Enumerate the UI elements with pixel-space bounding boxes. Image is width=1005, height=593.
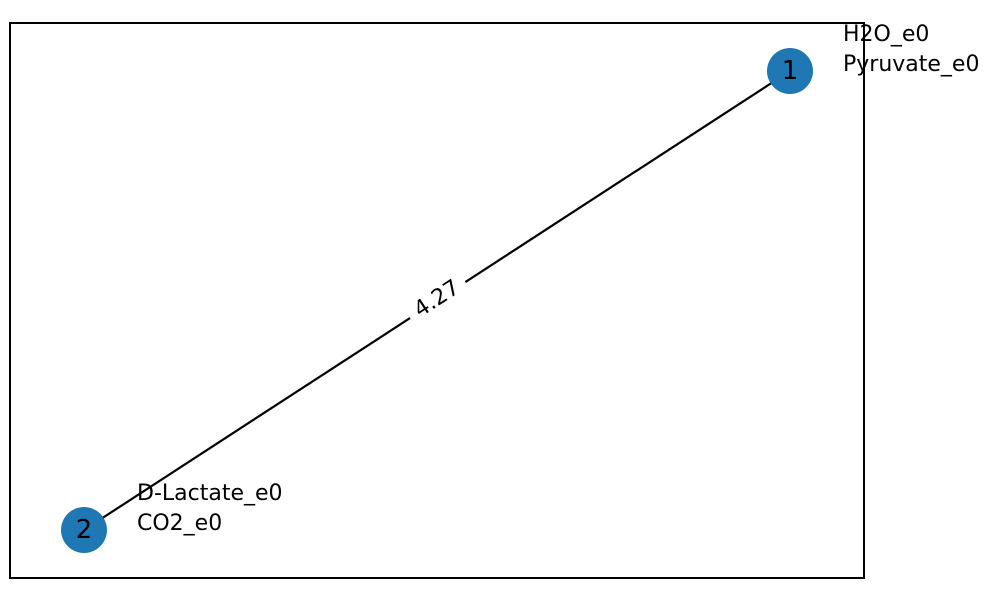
edge-label-background <box>401 268 473 330</box>
node-1-circle <box>767 48 813 94</box>
node-2-circle <box>61 507 107 553</box>
node-2-label: 2 <box>76 515 93 545</box>
node-2: 2 D-Lactate_e0 CO2_e0 <box>61 481 283 553</box>
node-1-annotation-2: Pyruvate_e0 <box>843 52 979 77</box>
node-1: 1 H2O_e0 Pyruvate_e0 <box>767 22 979 94</box>
node-2-annotation-2: CO2_e0 <box>137 511 222 536</box>
node-1-label: 1 <box>782 56 799 86</box>
node-2-annotation-1: D-Lactate_e0 <box>137 481 283 506</box>
node-1-annotation-1: H2O_e0 <box>843 22 929 47</box>
plot-frame <box>9 22 865 579</box>
edge-1-2: 4.27 <box>83 70 791 531</box>
